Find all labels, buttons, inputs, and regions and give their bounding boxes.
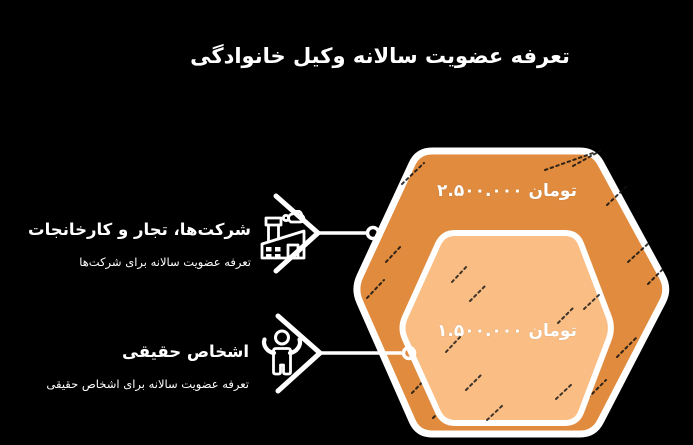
inner-hexagon-price-label: تومان ۱.۵۰۰.۰۰۰ (437, 321, 577, 341)
tier-heading-companies: شرکت‌ها، تجار و کارخانجات (28, 220, 251, 239)
tier-description-persons: تعرفه عضویت سالانه برای اشخاص حقیقی (46, 377, 249, 391)
tier-text-persons: اشخاص حقیقی تعرفه عضویت سالانه برای اشخا… (46, 332, 249, 392)
tier-text-companies: شرکت‌ها، تجار و کارخانجات تعرفه عضویت سا… (28, 210, 251, 270)
person-icon (261, 329, 303, 376)
connector-dot (401, 345, 417, 361)
tier-item-companies: شرکت‌ها، تجار و کارخانجات تعرفه عضویت سا… (28, 210, 307, 270)
page-title: تعرفه عضویت سالانه وکیل خانوادگی (190, 44, 570, 68)
tier-heading-persons: اشخاص حقیقی (122, 342, 249, 361)
tier-description-companies: تعرفه عضویت سالانه برای شرکت‌ها (79, 255, 251, 269)
connector-dot (365, 225, 381, 241)
connector-persons (275, 313, 417, 394)
tier-item-persons: اشخاص حقیقی تعرفه عضویت سالانه برای اشخا… (46, 329, 307, 392)
inner-hatch-marks (445, 264, 602, 421)
outer-hexagon-price-label: تومان ۲.۵۰۰.۰۰۰ (437, 181, 577, 201)
factory-icon (260, 210, 306, 260)
